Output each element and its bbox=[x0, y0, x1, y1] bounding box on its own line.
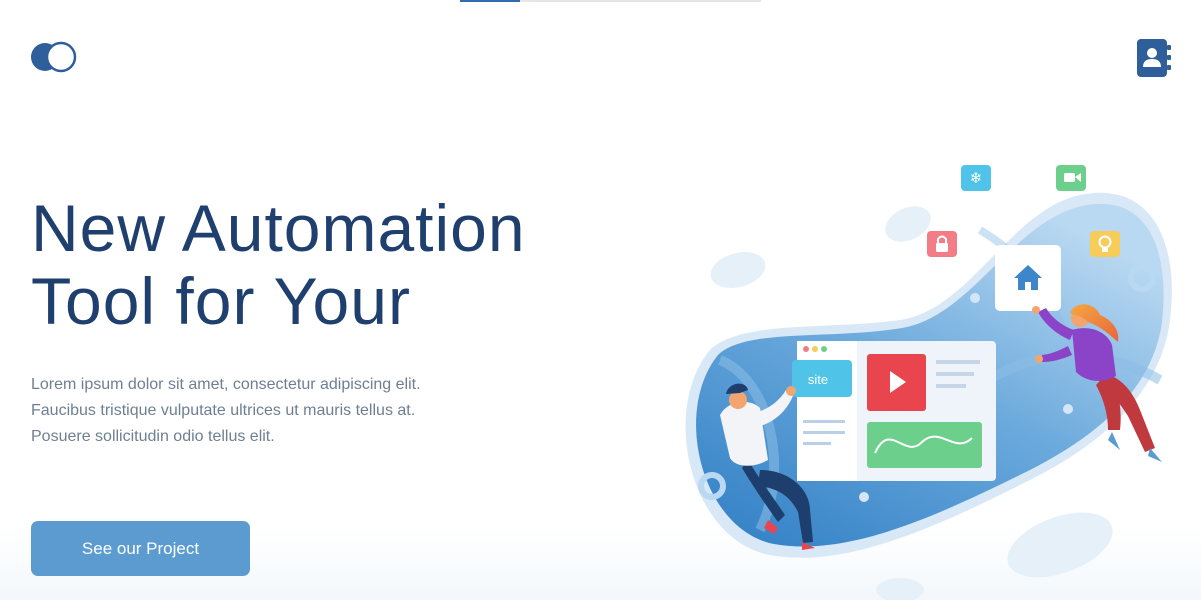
page-title-line-1: New Automation bbox=[31, 191, 526, 265]
page-title-line-2: Tool for Your bbox=[31, 264, 411, 338]
scroll-progress-fill bbox=[460, 0, 521, 2]
man-character bbox=[720, 383, 815, 550]
logo[interactable] bbox=[30, 40, 78, 74]
svg-text:❄: ❄ bbox=[970, 169, 983, 187]
scroll-progress-bar bbox=[460, 0, 761, 2]
address-book-icon bbox=[1137, 39, 1171, 77]
contact-button[interactable] bbox=[1134, 38, 1174, 78]
browser-window: site bbox=[792, 341, 996, 481]
play-icon bbox=[867, 354, 926, 411]
home-icon bbox=[995, 245, 1061, 311]
decor-blob bbox=[876, 578, 924, 602]
lightbulb-icon bbox=[1090, 231, 1120, 257]
automation-illustration: ❄ bbox=[685, 165, 1172, 602]
hero-illustration: ❄ bbox=[650, 150, 1201, 602]
toggle-circles-icon bbox=[31, 41, 77, 73]
video-camera-icon bbox=[1056, 165, 1086, 191]
woman-character bbox=[1032, 304, 1162, 462]
page-title: New Automation Tool for Your bbox=[31, 192, 591, 338]
see-project-button[interactable]: See our Project bbox=[31, 521, 250, 576]
decor-blob bbox=[885, 206, 931, 242]
hero-description: Lorem ipsum dolor sit amet, consectetur … bbox=[31, 376, 421, 445]
decor-blob bbox=[710, 252, 766, 288]
decor-blob bbox=[1007, 512, 1113, 578]
lock-icon bbox=[927, 231, 957, 257]
snowflake-icon: ❄ bbox=[961, 165, 991, 191]
site-label: site bbox=[808, 372, 828, 387]
